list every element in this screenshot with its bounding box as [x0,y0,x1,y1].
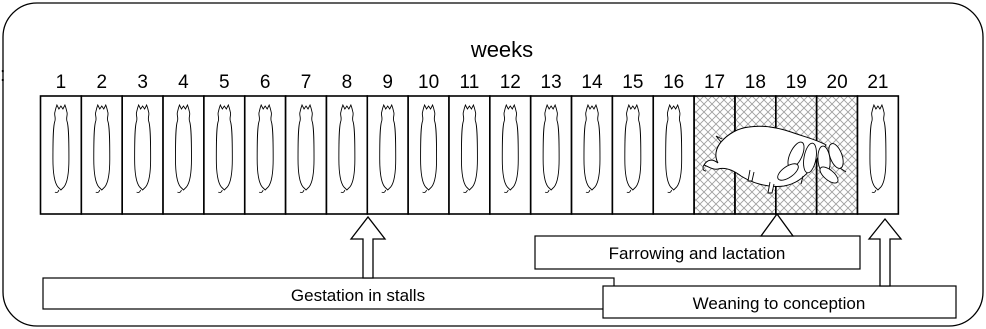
gestation-stall [570,95,614,215]
gestation-box [42,277,615,310]
weaning-label: Weaning to conception [693,294,866,313]
gestation-stall [448,95,491,215]
gestation-stall [366,95,409,215]
week-label: 13 [541,72,562,93]
gestation-stall [284,95,328,215]
gestation-stall [39,95,83,215]
gestation-label: Gestation in stalls [291,286,425,305]
sow-nursing-piglets-icon [702,125,847,194]
week-label: 3 [137,72,148,93]
gestation-arrow-icon [349,215,387,279]
gestation-stall [121,95,164,215]
week-label: 11 [460,72,480,93]
week-label: 14 [581,72,603,93]
gestation-stall [652,95,695,215]
axis-title: weeks [470,37,533,62]
week-label: 5 [219,72,230,93]
week-label: 8 [342,72,353,93]
gestation-stall [243,95,287,215]
week-label: 18 [745,72,766,93]
week-label: 20 [827,72,848,93]
gestation-stall [529,95,573,215]
gestation-stall [80,95,123,215]
week-label: 17 [704,72,725,93]
week-label: 9 [382,72,393,93]
week-label: 1 [56,72,67,93]
edge-colon: : [0,64,6,86]
week-label: 19 [786,72,807,93]
week-label: 10 [418,72,439,93]
weaning-arrow-icon [867,217,903,287]
week-label: 6 [260,72,271,93]
stall-row [39,95,900,215]
week-label: 2 [96,72,107,93]
gestation-stall [203,95,246,215]
farrowing-arrow-icon [759,212,795,237]
gestation-stall [325,95,369,215]
farrowing-box [534,235,861,270]
weaning-box [602,285,957,319]
week-label: 21 [867,72,888,93]
farrowing-label: Farrowing and lactation [609,244,786,263]
week-label: 4 [178,72,189,93]
gestation-stall [489,95,532,215]
week-label: 12 [500,72,521,93]
gestation-stall [407,95,450,215]
gestation-stall [611,95,655,215]
week-label: 15 [622,72,643,93]
week-label: 7 [301,72,312,93]
gestation-stall [162,95,205,215]
gestation-stall [856,95,900,215]
week-label: 16 [663,72,684,93]
